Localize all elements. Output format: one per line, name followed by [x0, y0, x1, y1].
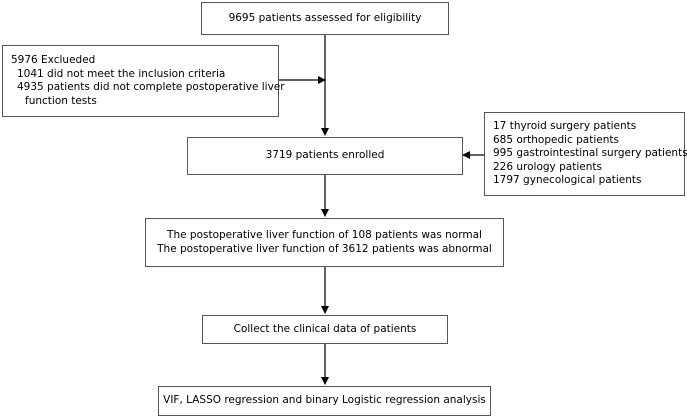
- excluded-title: 5976 Exclueded: [11, 54, 96, 66]
- collect-data-box: Collect the clinical data of patients: [202, 315, 448, 344]
- liver-function-abnormal: The postoperative liver function of 3612…: [157, 242, 492, 255]
- liver-function-normal: The postoperative liver function of 108 …: [167, 229, 482, 241]
- surgery-type-item: 226 urology patients: [493, 160, 602, 173]
- excluded-no-liver-test-cont: function tests: [25, 94, 97, 107]
- assessed-text: 9695 patients assessed for eligibility: [228, 11, 422, 24]
- surgery-type-item: 685 orthopedic patients: [493, 133, 619, 146]
- surgery-type-item: 995 gastrointestinal surgery patients: [493, 147, 687, 160]
- surgery-types-box: 17 thyroid surgery patients 685 orthoped…: [484, 112, 687, 196]
- excluded-box: 5976 Exclueded 1041 did not meet the inc…: [2, 45, 285, 117]
- assessed-box: 9695 patients assessed for eligibility: [201, 2, 449, 35]
- excluded-inclusion-criteria: 1041 did not meet the inclusion criteria: [17, 67, 226, 80]
- surgery-type-item: 17 thyroid surgery patients: [493, 120, 637, 133]
- analysis-box: VIF, LASSO regression and binary Logisti…: [158, 386, 491, 416]
- liver-function-box: The postoperative liver function of 108 …: [145, 218, 504, 267]
- collect-data-text: Collect the clinical data of patients: [233, 322, 417, 335]
- enrolled-text: 3719 patients enrolled: [265, 149, 385, 162]
- surgery-type-item: 1797 gynecological patients: [493, 174, 642, 187]
- excluded-no-liver-test: 4935 patients did not complete postopera…: [17, 81, 285, 93]
- analysis-text: VIF, LASSO regression and binary Logisti…: [163, 394, 486, 407]
- enrolled-box: 3719 patients enrolled: [187, 137, 463, 175]
